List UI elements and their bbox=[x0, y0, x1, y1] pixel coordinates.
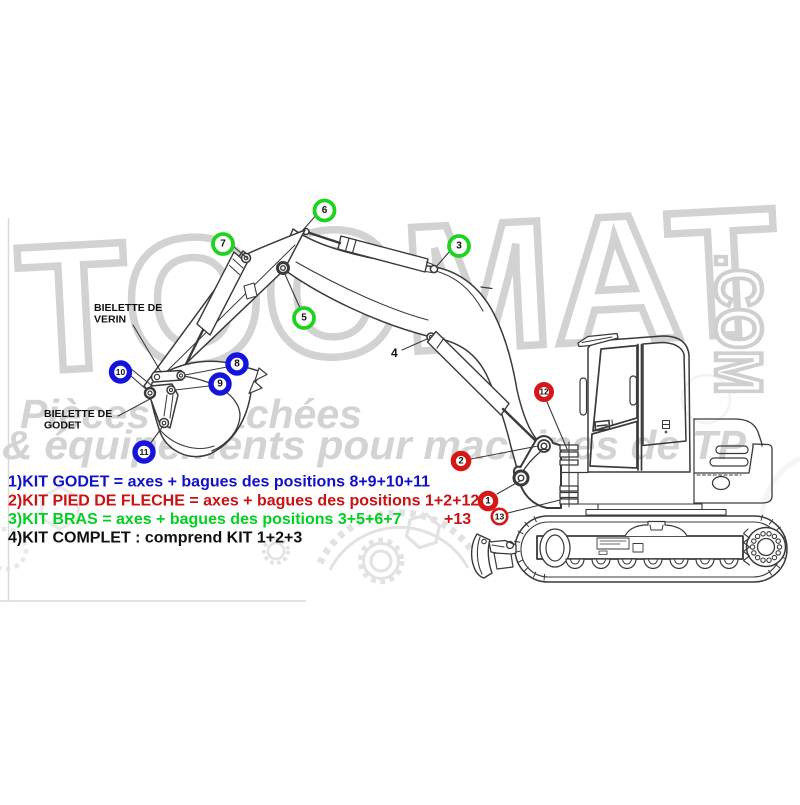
svg-text:8: 8 bbox=[234, 359, 240, 370]
svg-text:5: 5 bbox=[301, 313, 307, 324]
svg-text:BIELETTE DE: BIELETTE DE bbox=[94, 302, 162, 314]
svg-text:4)KIT COMPLET : comprend KIT 1: 4)KIT COMPLET : comprend KIT 1+2+3 bbox=[8, 530, 302, 547]
svg-text:10: 10 bbox=[116, 367, 126, 377]
svg-text:2)KIT PIED DE FLECHE = axes +: 2)KIT PIED DE FLECHE = axes + bagues des… bbox=[8, 493, 479, 510]
svg-text:1: 1 bbox=[485, 496, 491, 507]
svg-text:+13: +13 bbox=[444, 511, 471, 528]
svg-text:3)KIT BRAS = axes + bagues des: 3)KIT BRAS = axes + bagues des positions… bbox=[8, 511, 402, 528]
svg-text:1)KIT GODET = axes + bagues de: 1)KIT GODET = axes + bagues des position… bbox=[8, 474, 430, 491]
svg-text:11: 11 bbox=[140, 447, 149, 457]
svg-text:GODET: GODET bbox=[44, 420, 82, 432]
svg-text:3: 3 bbox=[456, 241, 462, 252]
svg-text:VERIN: VERIN bbox=[94, 314, 126, 326]
svg-text:4: 4 bbox=[391, 346, 398, 360]
svg-text:2: 2 bbox=[458, 456, 463, 467]
svg-text:12: 12 bbox=[540, 388, 549, 397]
svg-text:6: 6 bbox=[322, 205, 328, 216]
svg-text:13: 13 bbox=[495, 512, 505, 522]
svg-text:& équipements pour machines de: & équipements pour machines de TP bbox=[2, 422, 747, 468]
svg-text:9: 9 bbox=[217, 379, 223, 390]
svg-text:BIELETTE DE: BIELETTE DE bbox=[44, 408, 112, 420]
svg-text:.COM: .COM bbox=[702, 253, 776, 395]
svg-text:7: 7 bbox=[220, 239, 226, 250]
